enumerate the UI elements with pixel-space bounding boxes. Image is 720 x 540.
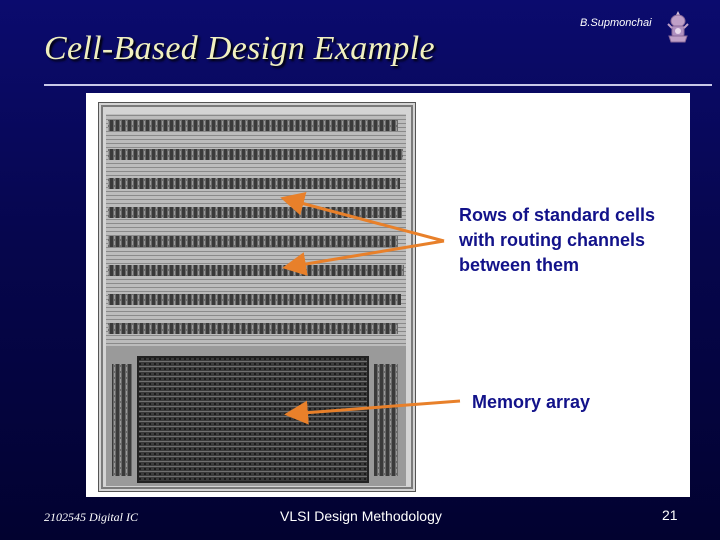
- university-emblem-icon: [667, 11, 689, 43]
- title-divider: [44, 84, 712, 86]
- page-number: 21: [662, 507, 678, 523]
- footer-course: 2102545 Digital IC: [44, 510, 139, 524]
- footer-topic: VLSI Design Methodology: [280, 508, 442, 524]
- standard-cell-rows: [106, 114, 406, 346]
- slide-title: Cell-Based Design Example: [44, 30, 435, 67]
- memory-block: [106, 346, 406, 486]
- author-name: B.Supmonchai: [580, 17, 652, 29]
- callout-standard-cell-rows: Rows of standard cells with routing chan…: [459, 205, 656, 275]
- callout-memory-array: Memory array: [472, 392, 591, 412]
- chip-micrograph: [98, 102, 416, 492]
